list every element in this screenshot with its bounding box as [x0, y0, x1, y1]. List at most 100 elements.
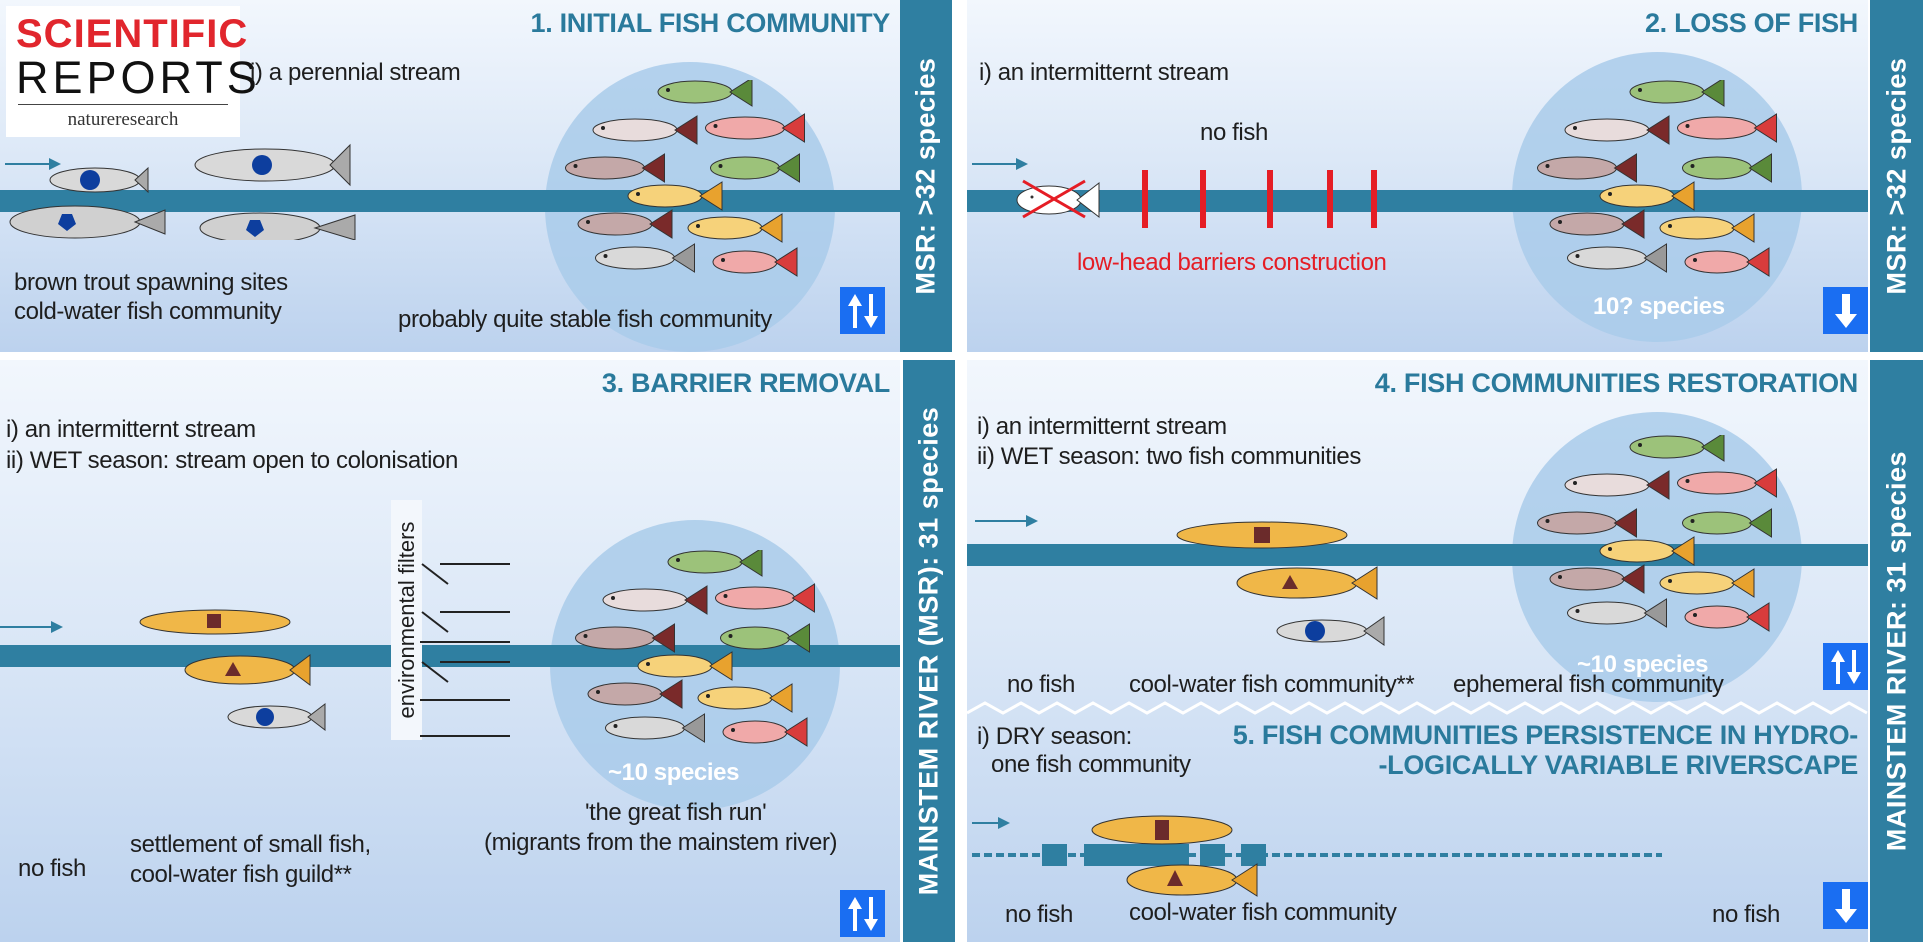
- fish-icon: [1684, 247, 1770, 277]
- trout-fish-icon: [227, 702, 326, 732]
- msr-sidebar: MSR: >32 species: [1870, 0, 1923, 352]
- fish-icon: [1564, 470, 1670, 500]
- logo-line-3: natureresearch: [67, 109, 179, 130]
- barrier-icon: [1200, 170, 1206, 228]
- ephemeral-caption: ephemeral fish community: [1453, 671, 1724, 698]
- no-fish-right: no fish: [1712, 901, 1780, 928]
- fish-school: [565, 80, 805, 277]
- sculpin-fish-icon: [199, 212, 356, 240]
- fish-icon: [720, 623, 810, 653]
- stream-condition-2: ii) WET season: two fish communities: [977, 443, 1361, 470]
- panel-5-title-2: -LOGICALLY VARIABLE RIVERSCAPE: [1378, 750, 1858, 780]
- settlement-caption-1: settlement of small fish,: [130, 831, 371, 858]
- no-fish-label: no fish: [1200, 119, 1268, 146]
- barrier-icon: [1371, 170, 1377, 228]
- pool-segment: [1241, 844, 1266, 866]
- dry-season-label: i) DRY season:: [977, 723, 1132, 750]
- trout-fish-icon: [194, 143, 351, 187]
- crossed-fish-icon: [1016, 179, 1100, 219]
- pool-segment: [1200, 844, 1225, 866]
- fish-group-trout: [9, 143, 356, 240]
- fish-school: [1537, 80, 1777, 277]
- fish-icon: [1659, 568, 1755, 598]
- fish-school: [575, 550, 815, 747]
- fish-icon: [667, 550, 763, 577]
- fish-icon: [1682, 508, 1772, 538]
- msr-species-label: MSR: >32 species: [910, 57, 941, 295]
- panel-5-title-1: 5. FISH COMMUNITIES PERSISTENCE IN HYDRO…: [1232, 720, 1859, 750]
- fish-icon: [595, 243, 695, 273]
- dry-stream-channel: [972, 853, 1662, 857]
- caption-coldwater: cold-water fish community: [14, 298, 282, 325]
- filter-lines: [420, 563, 510, 737]
- coolwater-caption: cool-water fish community: [1129, 899, 1397, 926]
- minnow-fish-icon: [1236, 566, 1378, 600]
- logo-line-2: REPORTS: [16, 52, 261, 103]
- pool-segment: [1084, 844, 1189, 866]
- loach-fish-icon: [139, 609, 291, 635]
- fish-icon: [715, 583, 815, 613]
- barrier-caption: low-head barriers construction: [1077, 249, 1387, 276]
- cool-water-fish: [1176, 521, 1385, 646]
- season-divider: [967, 701, 1868, 715]
- fish-icon: [1599, 181, 1695, 211]
- fish-icon: [602, 585, 708, 615]
- loach-fish-icon: [1176, 521, 1348, 549]
- mainstem-species-label: MAINSTEM RIVER (MSR): 31 species: [913, 406, 944, 896]
- down-arrow-icon: [1823, 882, 1868, 929]
- fish-icon: [627, 181, 723, 211]
- pool-segment: [1042, 844, 1067, 866]
- pond-species-count: 10? species: [1593, 293, 1725, 320]
- fish-icon: [657, 80, 753, 107]
- journal-logo: SCIENTIFIC REPORTS natureresearch: [6, 6, 257, 137]
- fish-icon: [1549, 564, 1645, 594]
- fish-icon: [705, 113, 805, 143]
- colonising-fish: [139, 609, 326, 732]
- fish-icon: [1677, 113, 1777, 143]
- barrier-icon: [1327, 170, 1333, 228]
- fish-school: [1537, 435, 1777, 632]
- coolwater-caption: cool-water fish community**: [1129, 671, 1415, 698]
- caption-spawning: brown trout spawning sites: [14, 269, 288, 296]
- flow-direction-icon: [5, 158, 61, 170]
- fish-icon: [1567, 598, 1667, 628]
- flow-direction-icon: [975, 515, 1038, 527]
- logo-divider: [18, 104, 228, 105]
- fish-icon: [577, 209, 673, 239]
- pond-species-count: ~10 species: [608, 759, 740, 786]
- fish-icon: [687, 213, 783, 243]
- fish-icon: [1599, 536, 1695, 566]
- fish-icon: [710, 153, 800, 183]
- panel-loss-of-fish: 2. LOSS OF FISH i) an intermitternt stre…: [967, 0, 1868, 352]
- loach-fish-icon: [1091, 815, 1233, 845]
- panel-initial-community: SCIENTIFIC REPORTS natureresearch 1. INI…: [0, 0, 900, 352]
- fish-icon: [1567, 243, 1667, 273]
- panel-title: 3. BARRIER REMOVAL: [601, 368, 890, 398]
- no-fish-label: no fish: [18, 855, 86, 882]
- fish-icon: [1564, 115, 1670, 145]
- fish-icon: [712, 247, 798, 277]
- panel-restoration: 4. FISH COMMUNITIES RESTORATION i) an in…: [967, 360, 1868, 942]
- fish-icon: [1537, 153, 1637, 183]
- barrier-icon: [1267, 170, 1273, 228]
- stream-condition: i) a perennial stream: [250, 59, 461, 86]
- up-down-arrows-icon: [840, 287, 885, 334]
- settlement-caption-2: cool-water fish guild**: [130, 861, 352, 888]
- fish-icon: [1537, 508, 1637, 538]
- fish-icon: [1659, 213, 1755, 243]
- fish-icon: [605, 713, 705, 743]
- fish-icon: [1682, 153, 1772, 183]
- barrier-icon: [1142, 170, 1148, 228]
- fish-icon: [1684, 602, 1770, 632]
- flow-direction-icon: [972, 158, 1028, 170]
- fish-run-caption: 'the great fish run': [585, 799, 767, 826]
- fish-icon: [697, 683, 793, 713]
- fish-icon: [565, 153, 665, 183]
- migrants-caption: (migrants from the mainstem river): [484, 829, 838, 856]
- panel-title: 2. LOSS OF FISH: [1644, 8, 1858, 38]
- fish-icon: [575, 623, 675, 653]
- logo-line-1: SCIENTIFIC: [16, 12, 249, 56]
- pond-species-count: ~10 species: [1577, 651, 1709, 678]
- fish-icon: [1677, 468, 1777, 498]
- down-arrow-icon: [1823, 287, 1868, 334]
